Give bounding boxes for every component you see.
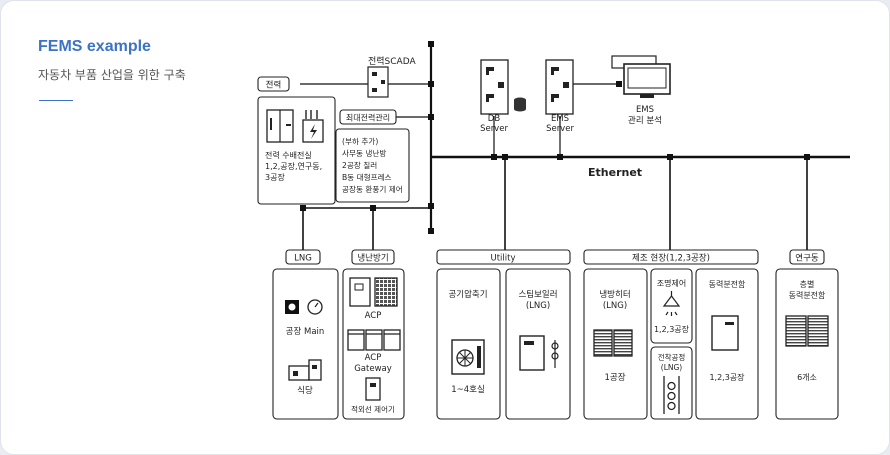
svg-text:1,2,3공장: 1,2,3공장 (654, 324, 690, 334)
distribution-panel-icon (711, 315, 739, 351)
svg-text:전력: 전력 (266, 80, 282, 91)
restaurant-icon (288, 365, 310, 381)
svg-text:1,2,3공장: 1,2,3공장 (709, 372, 745, 382)
svg-text:전력 수배전실: 전력 수배전실 (265, 150, 312, 160)
svg-text:층별: 층별 (800, 279, 815, 289)
svg-text:EMS: EMS (551, 114, 569, 124)
lng-group: LNG 공장 Main 식당 (272, 249, 339, 420)
ir-controller-icon (365, 377, 381, 401)
svg-text:Gateway: Gateway (354, 364, 392, 374)
scada-label: 전력SCADA (368, 55, 416, 67)
svg-text:식당: 식당 (297, 385, 313, 396)
svg-text:3공장: 3공장 (265, 172, 285, 182)
process-valve-icon (663, 376, 680, 414)
peak-box (335, 128, 410, 203)
acp-unit-icon (349, 277, 371, 307)
heater-icon (593, 329, 613, 357)
svg-text:냉난방기: 냉난방기 (357, 253, 388, 264)
svg-text:LNG: LNG (294, 254, 312, 264)
svg-text:ACP: ACP (365, 311, 382, 321)
svg-text:(LNG): (LNG) (661, 363, 683, 372)
svg-text:ACP: ACP (365, 353, 382, 363)
power-label-box (257, 76, 290, 92)
svg-text:적외선 제어기: 적외선 제어기 (351, 404, 395, 414)
svg-text:공장 Main: 공장 Main (286, 326, 325, 337)
db-server-node: DB Server (480, 59, 526, 134)
svg-text:Server: Server (546, 124, 574, 134)
lng-label-box (285, 249, 321, 265)
acp-panel-icon (374, 277, 398, 307)
svg-text:(LNG): (LNG) (526, 301, 550, 311)
peak-label-box (339, 109, 397, 125)
bus-lines (300, 44, 850, 250)
power-group: 전력 전력 수배전실 1,2,공장,연구동, 3공장 (257, 76, 336, 205)
svg-text:1,2,공장,연구동,: 1,2,공장,연구동, (265, 161, 322, 171)
svg-text:Utility: Utility (490, 254, 515, 264)
svg-text:2공장 칠러: 2공장 칠러 (342, 160, 377, 170)
svg-text:공장동 환풍기 제어: 공장동 환풍기 제어 (342, 184, 403, 194)
svg-text:사무동 냉난방: 사무동 냉난방 (342, 148, 386, 158)
gateway-icon (347, 329, 401, 351)
page-title: FEMS example (38, 38, 151, 55)
hvac-group: 냉난방기 ACP ACP Gateway 적외선 제어기 (342, 249, 405, 420)
ems-server-node: EMS Server (545, 59, 574, 134)
svg-text:(LNG): (LNG) (603, 301, 627, 311)
svg-text:조명제어: 조명제어 (657, 278, 686, 288)
research-group: 연구동 층별 동력분전함 6개소 (775, 249, 839, 420)
manufacturing-group: 제조 현장(1,2,3공장) 냉방히터 (LNG) 1공장 조명제어 1,2,3… (583, 249, 759, 420)
svg-text:관리 분석: 관리 분석 (628, 115, 662, 126)
title-underline (39, 100, 73, 101)
bus-junctions (300, 41, 810, 234)
svg-text:전착공정: 전착공정 (658, 352, 686, 362)
peak-management-group: 최대전력관리 (부하 추가) 사무동 냉난방 2공장 칠러 B동 대형프레스 공… (335, 109, 410, 203)
svg-text:Server: Server (480, 124, 508, 134)
svg-text:1공장: 1공장 (604, 372, 625, 383)
ethernet-label: Ethernet (588, 166, 642, 179)
utility-label-box (436, 249, 571, 265)
hvac-label-box (351, 249, 395, 265)
svg-text:EMS: EMS (636, 105, 654, 115)
svg-text:동력분전함: 동력분전함 (709, 279, 746, 289)
lng-box (272, 268, 339, 420)
scada-node: 전력SCADA (367, 55, 416, 98)
svg-text:제조 현장(1,2,3공장): 제조 현장(1,2,3공장) (632, 253, 710, 264)
svg-text:DB: DB (488, 114, 501, 124)
svg-text:연구동: 연구동 (795, 254, 819, 264)
page-subtitle: 자동차 부품 산업을 위한 구축 (38, 68, 186, 82)
svg-text:동력분전함: 동력분전함 (789, 290, 826, 300)
floor-panel-icon (785, 315, 829, 347)
research-box (775, 268, 839, 420)
research-label-box (789, 249, 825, 265)
database-icon (514, 97, 526, 112)
svg-text:(부하 추가): (부하 추가) (342, 136, 378, 146)
svg-text:B동 대형프레스: B동 대형프레스 (342, 173, 392, 182)
manufacturing-label-box (583, 249, 759, 265)
svg-text:1~4호실: 1~4호실 (451, 384, 485, 395)
ems-analysis-node: EMS 관리 분석 (611, 55, 671, 126)
svg-text:스팀보일러: 스팀보일러 (518, 289, 557, 300)
svg-text:6개소: 6개소 (797, 372, 817, 382)
svg-text:공기압축기: 공기압축기 (448, 290, 487, 300)
lamp-icon (662, 291, 681, 316)
svg-text:냉방히터: 냉방히터 (599, 289, 630, 300)
utility-group: Utility 공기압축기 1~4호실 스팀보일러 (LNG) (436, 249, 571, 420)
svg-text:최대전력관리: 최대전력관리 (346, 113, 390, 123)
